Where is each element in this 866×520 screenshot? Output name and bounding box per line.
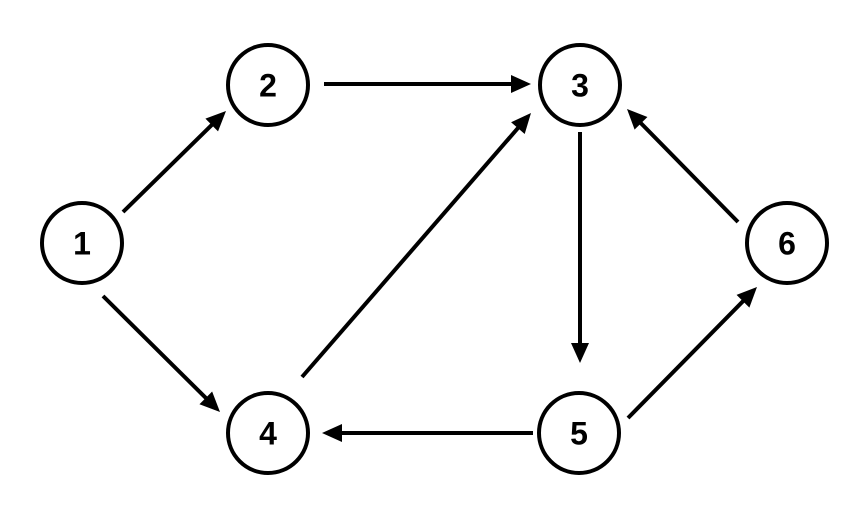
node-3-circle [538,43,622,127]
node-2-label: 2 [259,68,277,104]
edge-3-to-5-arrowhead-icon [571,343,589,363]
edge-1-to-2-line [121,122,215,214]
node-6-circle [745,201,829,285]
node-5-circle [537,391,621,475]
edge-5-to-6-line [626,298,746,420]
edge-2-to-3-arrowhead-icon [511,75,531,93]
edge-6-to-3-arrowhead-icon [627,109,648,130]
edge-1-to-4-arrowhead-icon [199,391,220,412]
node-5-label: 5 [570,416,588,452]
edge-1-to-2-arrowhead-icon [205,111,226,132]
edge-4-to-3-arrowhead-icon [511,113,531,135]
edge-1-to-4-line [101,294,209,401]
edge-5-to-6-arrowhead-icon [736,287,757,308]
node-1-circle [40,201,124,285]
edge-4-to-3-line [300,125,521,379]
node-2-circle [226,43,310,127]
edge-6-to-3-line [638,120,740,224]
node-6-label: 6 [778,226,796,262]
node-4-label: 4 [259,416,277,452]
edge-5-to-4-arrowhead-icon [322,424,342,442]
node-3-label: 3 [571,68,589,104]
node-4-circle [226,391,310,475]
node-1-label: 1 [73,226,91,262]
